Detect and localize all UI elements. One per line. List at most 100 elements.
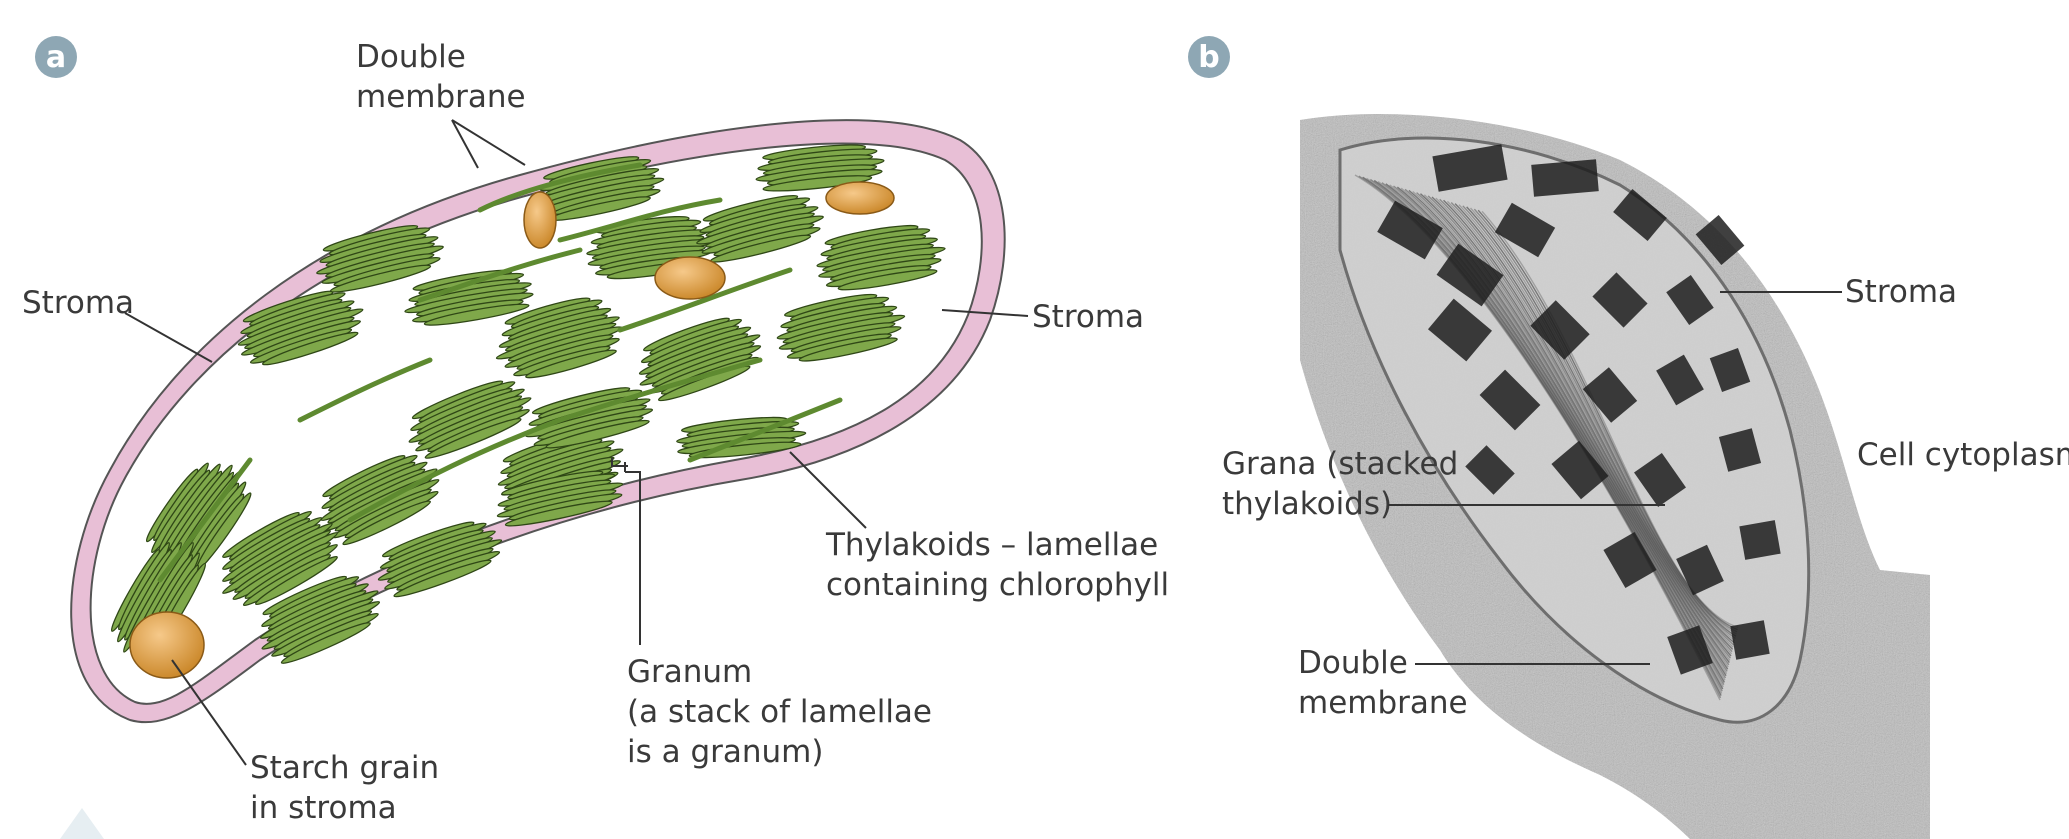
label-granum-line1: Granum <box>627 654 752 690</box>
thylakoid-disc <box>798 337 898 362</box>
micrograph-lamella <box>1408 189 1729 670</box>
starch-grain <box>654 256 726 300</box>
panel-a-labels: Double membrane Stroma Stroma Thylakoids… <box>22 39 1169 826</box>
micrograph-granum <box>1551 440 1609 500</box>
stroma-lamellae <box>157 162 843 583</box>
starch-grains <box>129 181 895 679</box>
label-granum-line3: is a granum) <box>627 734 823 770</box>
label-starch-line2: in stroma <box>250 790 397 826</box>
micrograph-granum <box>1377 200 1443 260</box>
micrograph-lamella <box>1435 197 1733 655</box>
thylakoid-disc <box>545 419 650 449</box>
micrograph-lamella <box>1454 203 1735 644</box>
micrograph-granum <box>1582 367 1638 423</box>
label-micro-double-membrane-line2: membrane <box>1298 685 1468 721</box>
label-double-membrane-line2: membrane <box>356 79 526 115</box>
micrograph-lamella <box>1439 198 1733 653</box>
thylakoid-stack <box>496 470 624 527</box>
micrograph-granum <box>1666 275 1714 325</box>
micrograph-lamella <box>1431 196 1732 657</box>
micrograph-lamellae <box>1354 174 1739 701</box>
leader-thylakoids <box>789 451 867 529</box>
thylakoid-disc <box>423 303 530 326</box>
micrograph-granum <box>1709 347 1751 393</box>
thylakoid-stack <box>755 144 885 192</box>
panel-b-badge: b <box>1188 36 1230 78</box>
micrograph-granum <box>1613 189 1667 241</box>
label-stroma-right: Stroma <box>1032 299 1144 335</box>
thylakoid-disc <box>342 500 431 546</box>
corner-decoration <box>60 808 104 839</box>
leader-stroma-left <box>124 312 213 363</box>
thylakoid-stack <box>316 224 444 293</box>
micrograph-lamella <box>1416 192 1730 666</box>
thylakoid-stack <box>776 293 906 362</box>
micrograph-lamella <box>1450 202 1735 646</box>
thylakoid-stack <box>408 380 532 459</box>
leader-starch <box>171 659 247 766</box>
thylakoid-stack <box>237 290 364 366</box>
thylakoid-disc <box>424 417 522 459</box>
panel-b-letter: b <box>1198 40 1219 75</box>
micrograph-lamella <box>1423 194 1731 661</box>
thylakoid-disc <box>504 500 613 527</box>
micrograph-lamella <box>1443 199 1734 650</box>
thylakoid-stack <box>110 542 207 658</box>
label-double-membrane-line1: Double <box>356 39 466 75</box>
thylakoid-disc <box>688 441 802 459</box>
chloroplast-illustration <box>70 119 1006 724</box>
label-grana-line2: thylakoids) <box>1222 486 1392 522</box>
label-granum-line2: (a stack of lamellae <box>627 694 932 730</box>
micrograph-lamella <box>1481 210 1739 629</box>
thylakoid-disc <box>329 264 432 293</box>
leader-stroma-right <box>941 309 1029 317</box>
micrograph-lamella <box>1466 206 1737 637</box>
starch-grain <box>523 191 557 249</box>
thylakoid-disc <box>255 555 338 606</box>
label-micro-double-membrane-line1: Double <box>1298 645 1408 681</box>
micrograph-granum <box>1603 531 1657 589</box>
thylakoid-disc <box>762 175 873 192</box>
micrograph-granum <box>1730 620 1770 660</box>
label-micro-stroma: Stroma <box>1845 274 1957 310</box>
micrograph-granum <box>1634 453 1686 507</box>
starch-grain <box>825 181 895 215</box>
leader-double-membrane-outer <box>451 119 479 169</box>
thylakoid-disc <box>525 349 617 379</box>
thylakoid-stack <box>222 510 338 607</box>
micrograph-granum <box>1739 520 1781 560</box>
thylakoid-disc <box>393 559 492 598</box>
panel-a-letter: a <box>46 40 66 75</box>
thylakoid-disc <box>280 622 371 664</box>
micrograph-granum <box>1656 354 1704 406</box>
micrograph-lamella <box>1477 209 1738 631</box>
micrograph-lamella <box>1427 195 1731 659</box>
thylakoid-stack <box>816 224 946 291</box>
micrograph-granum <box>1436 243 1504 307</box>
micrograph-lamella <box>1412 190 1729 668</box>
micrograph-lamella <box>1404 188 1728 672</box>
micrograph-granum <box>1695 215 1745 265</box>
micrograph-granum <box>1531 159 1599 197</box>
label-thylakoids-line2: containing chlorophyll <box>826 567 1169 603</box>
micrograph-granum <box>1479 369 1541 431</box>
micrograph-lamella <box>1446 200 1734 648</box>
thylakoid-stack <box>696 194 824 263</box>
thylakoid-disc <box>837 269 938 291</box>
micrograph-lamella <box>1400 187 1728 674</box>
panel-a-badge: a <box>35 36 77 78</box>
leader-double-membrane-inner <box>451 119 526 166</box>
thylakoid-stack <box>377 521 503 598</box>
micrograph-grana <box>1377 144 1781 675</box>
micrograph-granum <box>1718 428 1762 472</box>
starch-grain-large <box>129 611 205 679</box>
label-thylakoids-line1: Thylakoids – lamellae <box>825 527 1158 563</box>
panel-b-labels: Stroma Cell cytoplasm Grana (stacked thy… <box>1222 274 2069 721</box>
micrograph-granum <box>1427 298 1493 362</box>
thylakoid-stack <box>259 575 381 664</box>
micrograph-granum <box>1530 300 1590 360</box>
micrograph-granum <box>1667 625 1713 675</box>
micrograph-lamella <box>1419 193 1730 664</box>
